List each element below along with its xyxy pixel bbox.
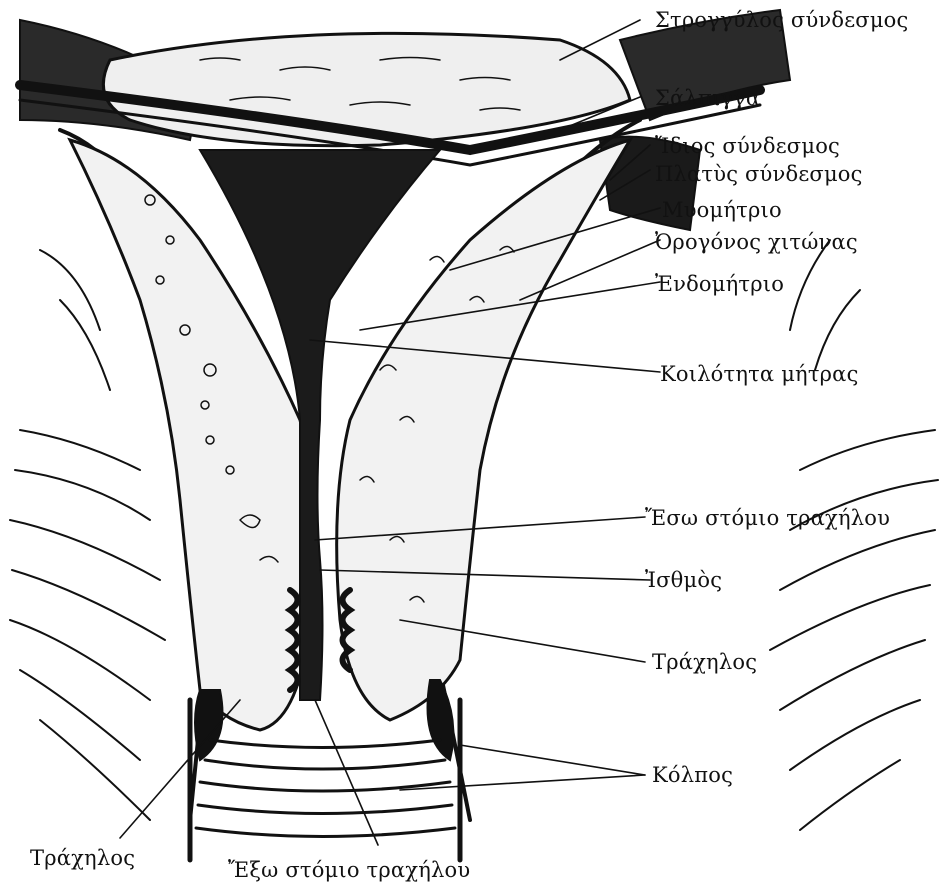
label-internal-os: Ἔσω στόμιο τραχήλου (645, 506, 890, 530)
label-serosa: Ὀρογόνος χιτώνας (655, 230, 858, 254)
label-uterine-cavity: Κοιλότητα μήτρας (660, 362, 859, 386)
label-proper-ligament: Ἴδιος σύνδεσμος (655, 134, 840, 158)
label-endometrium: Ἐνδομήτριο (655, 272, 784, 296)
label-cervix-left: Τράχηλος (30, 846, 135, 870)
label-broad-ligament: Πλατὺς σύνδεσμος (655, 162, 863, 186)
right-myometrium (337, 140, 630, 720)
label-external-os: Ἔξω στόμιο τραχήλου (228, 858, 470, 882)
right-fornix (428, 680, 454, 760)
label-vagina: Κόλπος (652, 763, 733, 787)
label-isthmus: Ἰσθμὸς (645, 568, 722, 592)
label-round-ligament: Στρογγύλος σύνδεσμος (655, 8, 909, 32)
label-myometrium: Μυομήτριο (662, 198, 782, 222)
label-fallopian-tube: Σάλπιγγα (655, 86, 760, 110)
label-cervix-right: Τράχηλος (652, 650, 757, 674)
